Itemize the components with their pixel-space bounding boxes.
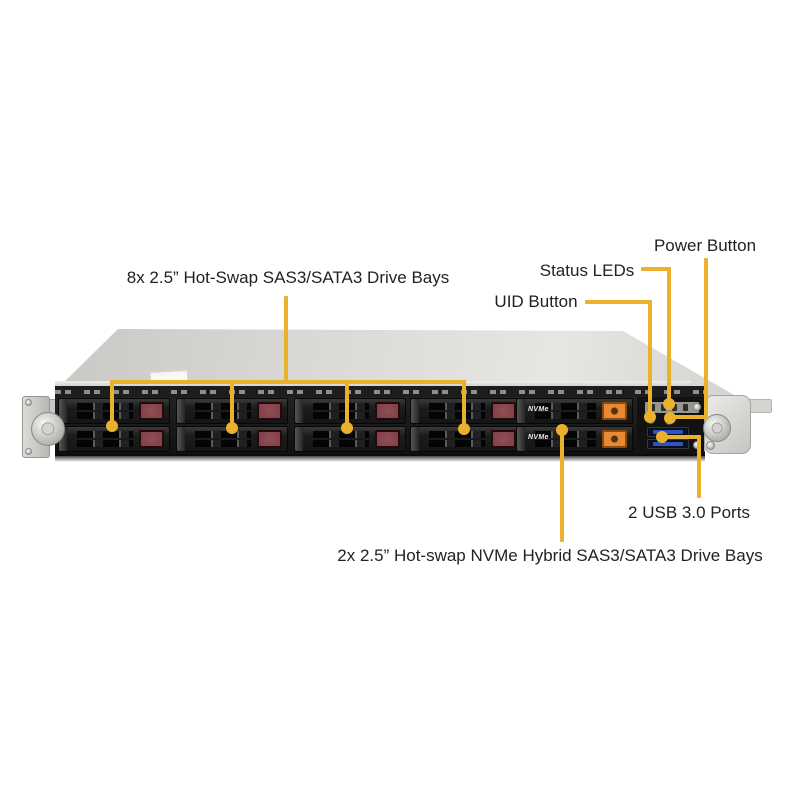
callout-dot-uid-button (644, 411, 656, 423)
callout-line-nvme-vertical (560, 430, 564, 542)
nvme-tray-label: NVMe (528, 434, 549, 441)
callout-line-power-horizontal (668, 415, 708, 419)
callout-line-sas-drop-4 (462, 380, 466, 428)
sas-latch-button (257, 402, 282, 420)
front-vent-strip (55, 386, 705, 397)
tray-handle (59, 399, 67, 423)
callout-line-usb-horizontal (662, 435, 701, 439)
callout-line-sas-stem (284, 296, 288, 383)
tray-vents (77, 402, 133, 420)
tray-handle (295, 427, 303, 451)
sas-latch-button (139, 430, 164, 448)
left-thumbscrew (31, 412, 65, 446)
nvme-latch-button (602, 402, 627, 420)
tray-vents (429, 430, 485, 448)
drive-tray-sas (410, 426, 522, 452)
sas-latch-button (139, 402, 164, 420)
label-power-button: Power Button (653, 236, 757, 255)
power-led-icon (683, 404, 688, 411)
sas-latch-button (375, 430, 400, 448)
label-uid-button: UID Button (494, 292, 578, 311)
callout-line-uid-vertical (648, 300, 652, 416)
chassis-front-lip (55, 381, 691, 388)
label-nvme-drive-bays: 2x 2.5” Hot-swap NVMe Hybrid SAS3/SATA3 … (337, 546, 763, 565)
chassis-bottom-shadow (55, 454, 705, 462)
right-handle-screw (706, 441, 715, 450)
right-bracket-screw-top (693, 403, 701, 411)
tray-handle (59, 427, 67, 451)
tray-vents (313, 402, 369, 420)
callout-line-sas-drop-3 (345, 380, 349, 426)
callout-line-status-horizontal (641, 267, 671, 271)
callout-dot-sas-3 (341, 422, 353, 434)
tray-handle (177, 427, 185, 451)
usb3-port-bottom (647, 439, 689, 449)
tray-handle (517, 399, 525, 423)
tray-handle (411, 399, 419, 423)
drive-tray-sas (294, 398, 406, 424)
callout-dot-sas-4 (458, 423, 470, 435)
tray-vents (313, 430, 369, 448)
tray-handle (295, 399, 303, 423)
sas-latch-button (375, 402, 400, 420)
callout-line-uid-horizontal (585, 300, 652, 304)
sas-latch-button (257, 430, 282, 448)
label-usb-ports: 2 USB 3.0 Ports (628, 503, 750, 522)
tray-vents (535, 402, 596, 420)
drive-tray-sas (58, 398, 170, 424)
callout-dot-status-leds (663, 398, 675, 410)
left-ear-screw-bottom (25, 448, 32, 455)
drive-tray-sas (410, 398, 522, 424)
tray-handle (177, 399, 185, 423)
drive-tray-sas (294, 426, 406, 452)
tray-vents (535, 430, 596, 448)
tray-handle (517, 427, 525, 451)
tray-vents (77, 430, 133, 448)
usb-tongue (653, 442, 683, 446)
hdd-led-icon (672, 404, 677, 411)
callout-line-power-vertical (704, 258, 708, 419)
callout-line-usb-vertical (697, 435, 701, 498)
drive-tray-nvme: NVMe (516, 426, 633, 452)
nvme-latch-button (602, 430, 627, 448)
sas-latch-button (491, 402, 516, 420)
tray-handle (411, 427, 419, 451)
tray-vents (195, 430, 251, 448)
sas-latch-button (491, 430, 516, 448)
callout-line-status-vertical (667, 267, 671, 403)
drive-tray-nvme: NVMe (516, 398, 633, 424)
callout-dot-sas-2 (226, 422, 238, 434)
tray-vents (429, 402, 485, 420)
callout-line-sas-drop-2 (230, 380, 234, 426)
info-led-icon (650, 404, 655, 411)
callout-line-sas-drop-1 (110, 380, 114, 424)
label-sas-drive-bays: 8x 2.5” Hot-Swap SAS3/SATA3 Drive Bays (126, 268, 450, 287)
nvme-tray-label: NVMe (528, 406, 549, 413)
usb-tongue (653, 430, 683, 434)
callout-dot-sas-1 (106, 420, 118, 432)
callout-dot-power-button (664, 412, 676, 424)
label-status-leds: Status LEDs (539, 261, 635, 280)
callout-line-sas-horizontal (110, 380, 466, 384)
tray-vents (195, 402, 251, 420)
left-ear-screw-top (25, 399, 32, 406)
